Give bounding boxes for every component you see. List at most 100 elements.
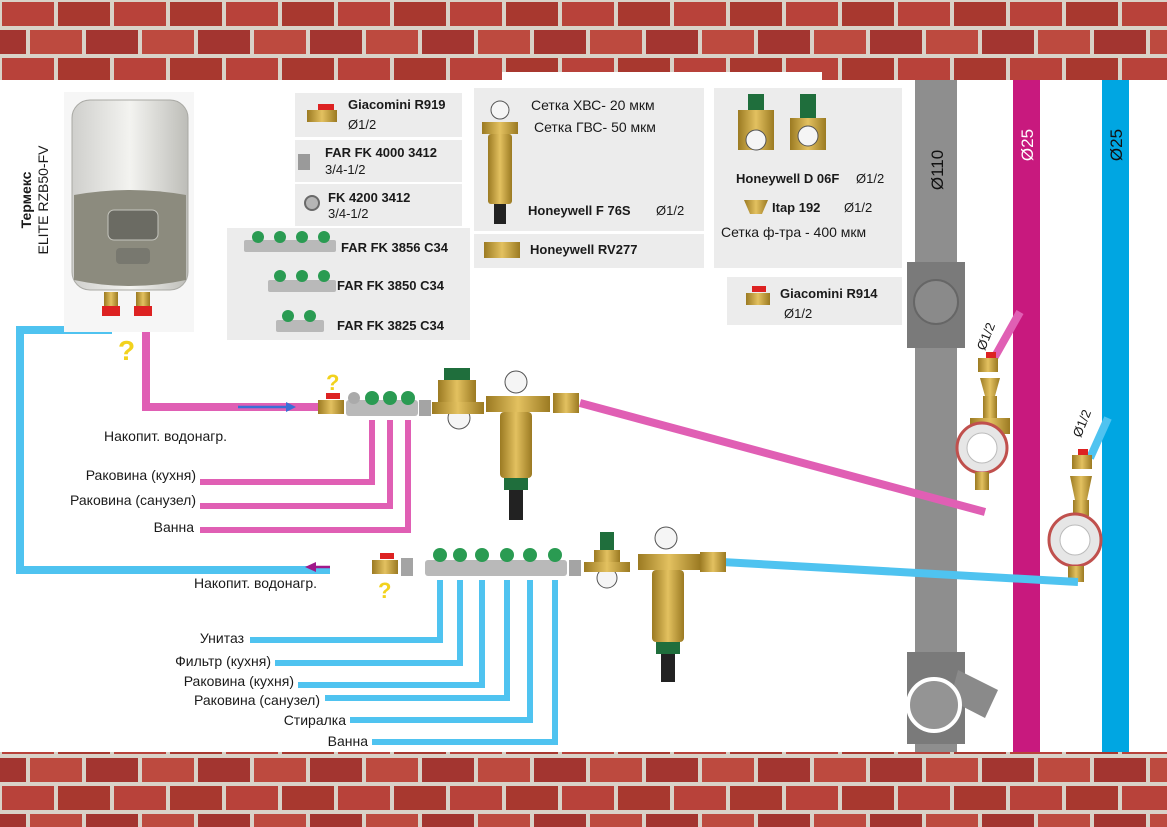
heater-brand: Термекс	[18, 171, 34, 228]
sewer-tee-branch	[950, 670, 998, 718]
hot-heater-label: Накопит. водонагр.	[104, 428, 227, 444]
cold-manifold	[425, 548, 567, 576]
question-mark-hot-valve: ?	[326, 370, 339, 395]
hot-manifold	[346, 391, 418, 416]
cold-outlet-label-5: Стиралка	[284, 712, 347, 728]
size-itap-192: Ø1/2	[844, 200, 872, 215]
panel-far-fk4000	[295, 140, 462, 182]
thumb-far-fk3856	[244, 231, 336, 252]
hot-manifold-nut	[419, 400, 431, 416]
label-far-fk3856: FAR FK 3856 C34	[341, 240, 449, 255]
cold-outlet-pipe-4	[325, 580, 510, 701]
cold-riser-strainer	[1070, 476, 1092, 500]
cold-outlet-pipe-1	[250, 580, 443, 643]
brick-wall-bottom	[0, 752, 1167, 827]
hot-pressure-regulator	[432, 368, 484, 430]
thumb-fk4200	[304, 195, 320, 211]
hot-riser-connector	[983, 396, 997, 418]
cold-outlet-label-3: Раковина (кухня)	[184, 673, 294, 689]
cold-riser	[1102, 80, 1129, 752]
cold-outlet-label-4: Раковина (санузел)	[194, 692, 320, 708]
thumb-far-fk4000	[298, 154, 310, 170]
hot-water-meter	[955, 418, 1010, 490]
size-giacomini-r914: Ø1/2	[784, 306, 812, 321]
cold-flow-arrowhead	[305, 562, 316, 572]
cold-outlet-label-6: Ванна	[328, 733, 369, 749]
water-heater	[64, 92, 194, 332]
label-giacomini-r919: Giacomini R919	[348, 97, 446, 112]
label-far-fk3825: FAR FK 3825 C34	[337, 318, 445, 333]
question-mark-heater: ?	[118, 335, 135, 366]
hot-riser	[1013, 80, 1040, 752]
hot-outlet-label-1: Раковина (кухня)	[86, 467, 196, 483]
label-fk4200: FK 4200 3412	[328, 190, 410, 205]
hot-riser-valve	[978, 352, 998, 372]
panel-fk4200	[295, 184, 462, 226]
size-honeywell-f76s: Ø1/2	[656, 203, 684, 218]
cold-inlet-ball-valve	[372, 553, 398, 574]
thumb-far-fk3825	[276, 310, 324, 332]
hot-outlet-label-2: Раковина (санузел)	[70, 492, 196, 508]
cold-line-filter	[638, 526, 700, 682]
hot-outlet-pipe-3	[200, 420, 411, 533]
hot-outlet-pipe-1	[200, 420, 375, 485]
cold-outlet-pipe-3	[298, 580, 485, 688]
size-giacomini-r919: Ø1/2	[348, 117, 376, 132]
cold-non-return-valve	[700, 552, 726, 572]
label-mesh-cold: Сетка ХВС- 20 мкм	[531, 97, 655, 113]
hot-line-filter	[486, 370, 550, 520]
hot-flow-arrowhead	[286, 402, 296, 412]
hot-main-supply-pipe	[578, 399, 987, 516]
thumb-honeywell-d06f-brass	[738, 94, 774, 151]
label-honeywell-f76s: Honeywell F 76S	[528, 203, 631, 218]
cold-riser-connector	[1073, 500, 1089, 516]
heater-model: ELITE RZB50-FV	[35, 145, 51, 255]
hot-inlet-ball-valve	[318, 393, 344, 414]
hot-non-return-valve	[553, 393, 579, 413]
hot-riser-label: Ø25	[1018, 129, 1037, 161]
label-giacomini-r914: Giacomini R914	[780, 286, 878, 301]
cold-main-supply-pipe	[721, 558, 1079, 586]
hot-riser-branch	[989, 310, 1024, 362]
brick-wall-top	[0, 0, 1167, 80]
cold-manifold-nut-right	[569, 560, 581, 576]
cold-outlet-pipe-5	[350, 580, 533, 723]
cold-heater-label: Накопит. водонагр.	[194, 575, 317, 591]
sewer-tee-port	[906, 677, 962, 733]
thumb-honeywell-rv277	[484, 242, 520, 258]
sewer-fitting-port	[913, 279, 959, 325]
cold-riser-label: Ø25	[1107, 129, 1126, 161]
cold-branch-size: Ø1/2	[1070, 407, 1094, 439]
cold-riser-valve	[1072, 449, 1092, 469]
label-honeywell-d06f: Honeywell D 06F	[736, 171, 839, 186]
thumb-giacomini-r914	[746, 286, 770, 305]
hot-riser-strainer	[980, 378, 1000, 396]
hot-outlet-pipe-2	[200, 420, 393, 509]
cold-outlet-pipe-2	[275, 580, 463, 666]
label-itap-192: Itap 192	[772, 200, 820, 215]
cold-outlet-label-1: Унитаз	[200, 630, 244, 646]
label-far-fk4000: FAR FK 4000 3412	[325, 145, 437, 160]
thumb-itap-192	[744, 200, 768, 214]
label-mesh-hot: Сетка ГВС- 50 мкм	[534, 119, 656, 135]
hot-outlet-label-3: Ванна	[154, 519, 195, 535]
label-honeywell-rv277: Honeywell RV277	[530, 242, 637, 257]
question-mark-cold-valve: ?	[378, 578, 391, 603]
cold-manifold-nut-left	[401, 558, 413, 576]
cold-water-meter	[1047, 512, 1103, 582]
size-honeywell-d06f: Ø1/2	[856, 171, 884, 186]
brick-wall-top-gap	[502, 72, 822, 82]
cold-outlet-pipe-6	[372, 580, 558, 745]
label-mesh-filter: Сетка ф-тра - 400 мкм	[721, 224, 866, 240]
thumb-giacomini-r919	[307, 104, 337, 122]
hot-branch-size: Ø1/2	[974, 320, 998, 352]
label-far-fk3850: FAR FK 3850 C34	[337, 278, 445, 293]
size-fk4200: 3/4-1/2	[328, 206, 368, 221]
sewer-riser-label: Ø110	[928, 150, 947, 190]
thumb-honeywell-f76s	[482, 100, 518, 224]
cold-pressure-regulator	[584, 532, 630, 589]
cold-riser-branch	[1086, 416, 1112, 460]
panel-honeywell-f76s	[474, 88, 704, 231]
cold-outlet-label-2: Фильтр (кухня)	[175, 653, 271, 669]
